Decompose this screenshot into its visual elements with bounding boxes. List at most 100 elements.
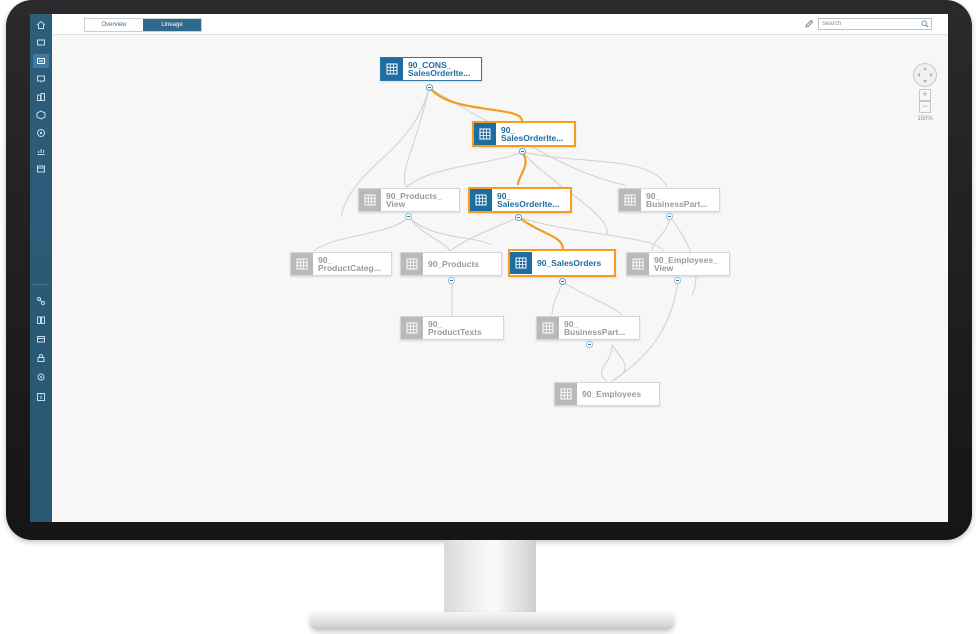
node-label: 90_SalesOrders	[537, 258, 602, 268]
monitor-icon[interactable]	[33, 36, 49, 50]
zoom-level: 150%	[917, 116, 933, 122]
pencil-icon[interactable]	[804, 19, 814, 29]
box-icon[interactable]	[33, 332, 49, 346]
table-icon	[619, 189, 641, 211]
table-icon	[401, 253, 423, 275]
node-label: 90_ SalesOrderIte...	[497, 191, 560, 209]
lineage-node-products-view[interactable]: 90_Products_ View	[358, 188, 460, 212]
edge-line	[406, 151, 523, 188]
table-icon	[555, 383, 577, 405]
edge-line	[449, 216, 519, 252]
collapse-toggle[interactable]	[448, 277, 455, 284]
collapse-toggle[interactable]	[426, 84, 433, 91]
table-icon	[510, 252, 532, 274]
search-icon[interactable]	[921, 20, 929, 28]
table-icon	[291, 253, 313, 275]
cube-icon[interactable]	[33, 108, 49, 122]
monitor-frame: Overview Lineage	[6, 0, 972, 540]
lineage-node-products[interactable]: 90_Products	[400, 252, 502, 276]
search-box	[818, 18, 932, 30]
collapse-toggle[interactable]	[519, 148, 526, 155]
node-label: 90_Products_ View	[386, 191, 442, 209]
node-label: 90_Employees	[582, 389, 642, 399]
node-label: 90_ ProductTexts	[428, 319, 482, 337]
zoom-in-button[interactable]: +	[919, 89, 931, 101]
table-icon	[470, 189, 492, 211]
edge-line	[551, 281, 564, 316]
edge-line	[651, 216, 671, 252]
lineage-node-employees-view[interactable]: 90_Employees_ View	[626, 252, 730, 276]
lineage-node-businesspartner-1[interactable]: 90_ BusinessPart...	[618, 188, 720, 212]
edge-line	[517, 216, 665, 252]
monitor-stand-neck	[444, 540, 536, 616]
pan-arrows-icon	[917, 67, 933, 83]
collapse-toggle[interactable]	[405, 213, 412, 220]
edge-line	[408, 216, 493, 246]
table-icon	[359, 189, 381, 211]
lineage-node-businesspartner-2[interactable]: 90_ BusinessPart...	[536, 316, 640, 340]
edge-line	[611, 344, 626, 382]
highlighted-edge	[517, 216, 565, 250]
edge-line	[403, 87, 430, 188]
search-input[interactable]	[819, 19, 918, 29]
board-icon[interactable]	[33, 162, 49, 176]
lineage-node-cons-salesorderitem[interactable]: 90_CONS_ SalesOrderIte...	[380, 57, 482, 81]
view-tabs: Overview Lineage	[84, 18, 202, 32]
edge-line	[340, 87, 430, 218]
edge-line	[313, 216, 410, 252]
edge-line	[521, 151, 608, 235]
home-icon[interactable]	[33, 18, 49, 32]
node-label: 90_Products	[428, 259, 480, 269]
lineage-canvas[interactable]: 90_CONS_ SalesOrderIte... 90_ SalesOrder…	[52, 35, 948, 522]
edge-line	[611, 280, 679, 382]
table-icon	[537, 317, 559, 339]
display-icon[interactable]	[33, 72, 49, 86]
node-label: 90_ SalesOrderIte...	[501, 125, 564, 143]
top-bar: Overview Lineage	[52, 14, 948, 35]
edge-line	[521, 151, 668, 188]
target-icon[interactable]	[33, 126, 49, 140]
book-icon[interactable]	[33, 313, 49, 327]
collapse-toggle[interactable]	[559, 278, 566, 285]
table-icon	[381, 58, 403, 80]
tab-overview[interactable]: Overview	[85, 19, 143, 31]
table-icon	[401, 317, 423, 339]
lineage-node-salesorderitem-2[interactable]: 90_ SalesOrderIte...	[468, 187, 572, 213]
buildings-icon[interactable]	[33, 90, 49, 104]
left-navigation	[30, 14, 52, 522]
table-icon	[627, 253, 649, 275]
edge-line	[408, 216, 451, 252]
collapse-toggle[interactable]	[666, 213, 673, 220]
lineage-node-salesorderitem-1[interactable]: 90_ SalesOrderIte...	[472, 121, 576, 147]
lineage-edges	[313, 87, 697, 382]
lineage-node-producttexts[interactable]: 90_ ProductTexts	[400, 316, 504, 340]
pan-control[interactable]	[913, 63, 937, 87]
lineage-node-productcategory[interactable]: 90_ ProductCateg...	[290, 252, 392, 276]
highlighted-edge	[429, 87, 524, 122]
node-label: 90_ ProductCateg...	[318, 255, 381, 273]
node-label: 90_ BusinessPart...	[646, 191, 708, 209]
zoom-out-button[interactable]: −	[919, 101, 931, 113]
lineage-node-salesorders[interactable]: 90_SalesOrders	[508, 249, 616, 277]
network-icon[interactable]	[33, 294, 49, 308]
node-label: 90_Employees_ View	[654, 255, 718, 273]
highlighted-edge	[516, 151, 527, 186]
node-label: 90_CONS_ SalesOrderIte...	[408, 60, 471, 78]
app-screen: Overview Lineage	[30, 14, 948, 522]
node-label: 90_ BusinessPart...	[564, 319, 626, 337]
nav-divider	[33, 284, 49, 285]
tab-lineage[interactable]: Lineage	[143, 19, 201, 31]
collapse-toggle[interactable]	[674, 277, 681, 284]
lock-icon[interactable]	[33, 351, 49, 365]
collapse-toggle[interactable]	[515, 214, 522, 221]
edge-line	[428, 87, 626, 186]
lineage-node-employees[interactable]: 90_Employees	[554, 382, 660, 406]
chart-icon[interactable]	[33, 144, 49, 158]
table-icon	[474, 123, 496, 145]
collapse-toggle[interactable]	[586, 341, 593, 348]
monitor-stand-base	[310, 612, 674, 630]
info-icon[interactable]	[33, 390, 49, 404]
gear-icon[interactable]	[33, 370, 49, 384]
edge-line	[562, 281, 623, 316]
card-icon[interactable]	[33, 54, 49, 68]
